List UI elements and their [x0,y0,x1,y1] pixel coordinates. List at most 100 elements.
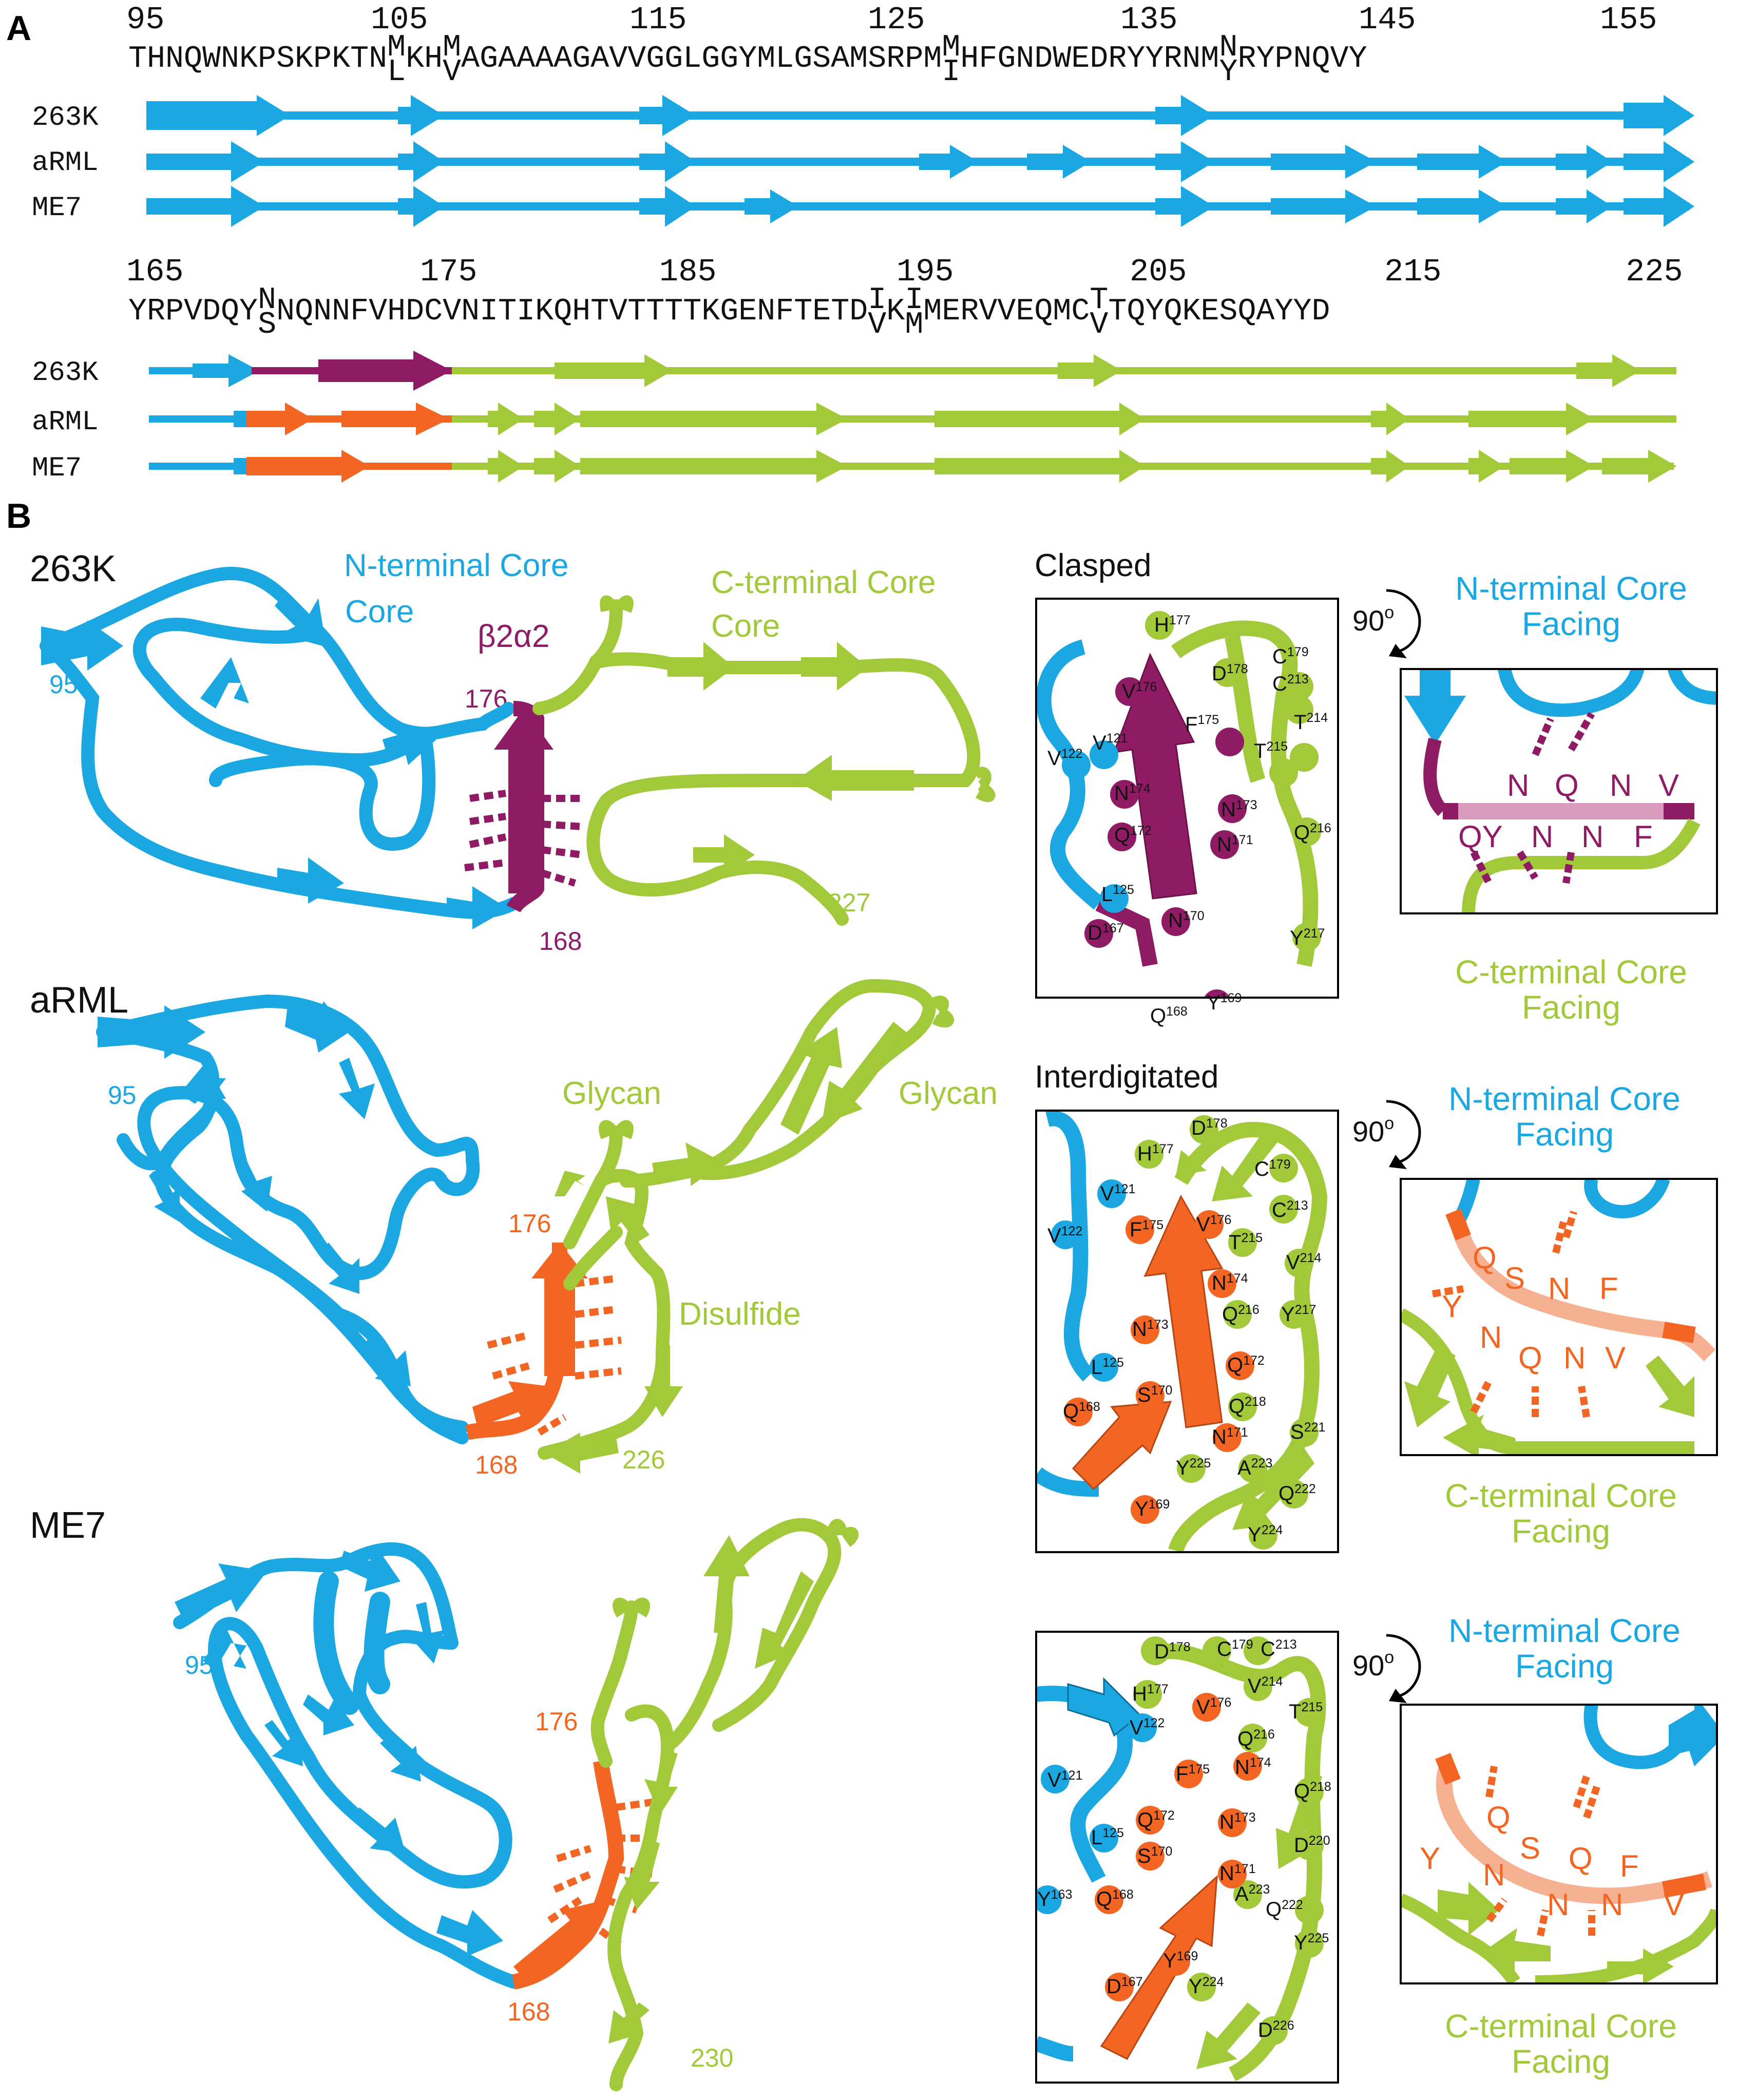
svg-text:Q218: Q218 [1294,1780,1331,1803]
svg-text:H177: H177 [1137,1142,1174,1165]
svg-text:N: N [1547,1887,1569,1922]
svg-text:N171: N171 [1212,1425,1248,1448]
svg-text:V214: V214 [1248,1674,1283,1697]
svg-text:Q: Q [1518,1341,1542,1375]
svg-text:N: N [1507,768,1529,803]
svg-text:V: V [1605,1341,1626,1375]
svg-text:Q216: Q216 [1294,821,1331,844]
position-185: 185 [659,254,717,290]
svg-text:Y217: Y217 [1290,926,1325,949]
text-line: Facing [1522,989,1620,1026]
svg-text:90o: 90o [1352,603,1394,637]
residue-168-label-me7: 168 [507,1997,550,2026]
zoom-me7 [1036,1636,1326,2082]
svg-text:S221: S221 [1290,1420,1325,1443]
residue-226-label-arml: 226 [622,1445,665,1474]
svg-text:N: N [1581,819,1604,854]
position-165: 165 [126,254,184,290]
svg-text:L125: L125 [1091,1826,1124,1849]
side-view-263k [1404,669,1717,913]
svg-text:D226: D226 [1258,2018,1294,2041]
rotation-mark-1: 90o [1352,589,1421,658]
side-box-263k [1400,668,1718,914]
svg-text:V176: V176 [1196,1213,1231,1236]
position-215: 215 [1384,254,1442,290]
svg-text:C179: C179 [1217,1637,1253,1660]
svg-text:S: S [1504,1261,1525,1295]
svg-text:T215: T215 [1254,739,1288,762]
strain-label-me7-row2: ME7 [32,453,82,484]
panel-a-label: A [6,9,31,48]
svg-text:D220: D220 [1294,1834,1330,1857]
side-263k-letters: N Q N V QY N N F [1458,768,1679,854]
svg-text:Q218: Q218 [1229,1395,1266,1418]
svg-text:Q222: Q222 [1266,1898,1303,1921]
text-line: Facing [1512,2043,1610,2080]
position-145: 145 [1359,2,1416,38]
svg-text:V214: V214 [1286,1251,1321,1274]
strain-label-arml-row2: aRML [32,407,99,438]
strain-label-263k-structure: 263K [30,548,116,589]
svg-text:N: N [1563,1341,1586,1375]
svg-text:Q222: Q222 [1278,1482,1316,1505]
zoom-263k-clasped [1036,611,1321,998]
track-me7-row1 [146,186,1694,227]
structure-me7-cartoon [173,1518,859,2091]
svg-text:N173: N173 [1132,1318,1169,1341]
residue-176-label-me7: 176 [535,1707,578,1736]
residue-95-label-arml: 95 [108,1081,137,1110]
svg-text:Q172: Q172 [1114,824,1152,847]
svg-text:H177: H177 [1154,613,1191,636]
svg-text:C213: C213 [1261,1637,1297,1660]
position-225: 225 [1626,254,1683,290]
svg-text:Q: Q [1473,1240,1497,1275]
svg-text:N174: N174 [1212,1271,1248,1294]
interdigitated-title: Interdigitated [1035,1059,1218,1095]
svg-text:Q: Q [1569,1841,1593,1876]
svg-text:F175: F175 [1130,1218,1163,1241]
track-me7-row2 [149,450,1676,483]
strain-label-me7-row1: ME7 [32,193,82,224]
svg-text:N174: N174 [1114,781,1151,805]
beta2-alpha2-loop-label: β2α2 [478,619,549,654]
svg-text:S: S [1520,1831,1540,1865]
track-arml-row2 [149,403,1676,435]
side-box-me7 [1400,1704,1718,1984]
svg-text:T215: T215 [1229,1231,1263,1254]
position-175: 175 [420,254,478,290]
text-line: Facing [1515,1116,1614,1153]
svg-text:V121: V121 [1093,731,1128,754]
svg-text:N174: N174 [1235,1755,1271,1779]
svg-text:V122: V122 [1047,747,1082,770]
svg-text:D167: D167 [1106,1975,1143,1998]
svg-text:A223: A223 [1237,1456,1272,1479]
svg-text:C213: C213 [1272,672,1309,695]
svg-text:F: F [1634,819,1653,854]
svg-text:F175: F175 [1176,1762,1210,1785]
zoom-arml-residue-labels: D178 H177 C179 V121 V122 F175 V176 C213 … [1047,1116,1325,1546]
svg-text:Y169: Y169 [1207,991,1242,1014]
svg-text:T215: T215 [1289,1700,1323,1723]
svg-text:V121: V121 [1100,1182,1135,1205]
svg-text:Y169: Y169 [1135,1497,1170,1520]
residue-168-label-arml: 168 [475,1450,518,1479]
clasped-title: Clasped [1035,548,1151,583]
position-95: 95 [126,2,164,38]
svg-text:90o: 90o [1352,1114,1394,1148]
track-263k-row1 [146,95,1694,136]
svg-text:D178: D178 [1191,1116,1228,1139]
svg-text:Y225: Y225 [1294,1931,1329,1954]
svg-text:D167: D167 [1087,921,1124,944]
svg-text:F175: F175 [1185,713,1219,736]
svg-text:Y217: Y217 [1281,1303,1316,1326]
svg-text:H177: H177 [1132,1682,1169,1705]
text-line: Facing [1515,1648,1614,1685]
svg-text:Y: Y [1420,1841,1440,1876]
strain-label-arml-structure: aRML [30,980,128,1021]
svg-text:N171: N171 [1217,833,1253,856]
svg-text:Y225: Y225 [1176,1456,1211,1479]
svg-text:Y224: Y224 [1248,1523,1283,1546]
